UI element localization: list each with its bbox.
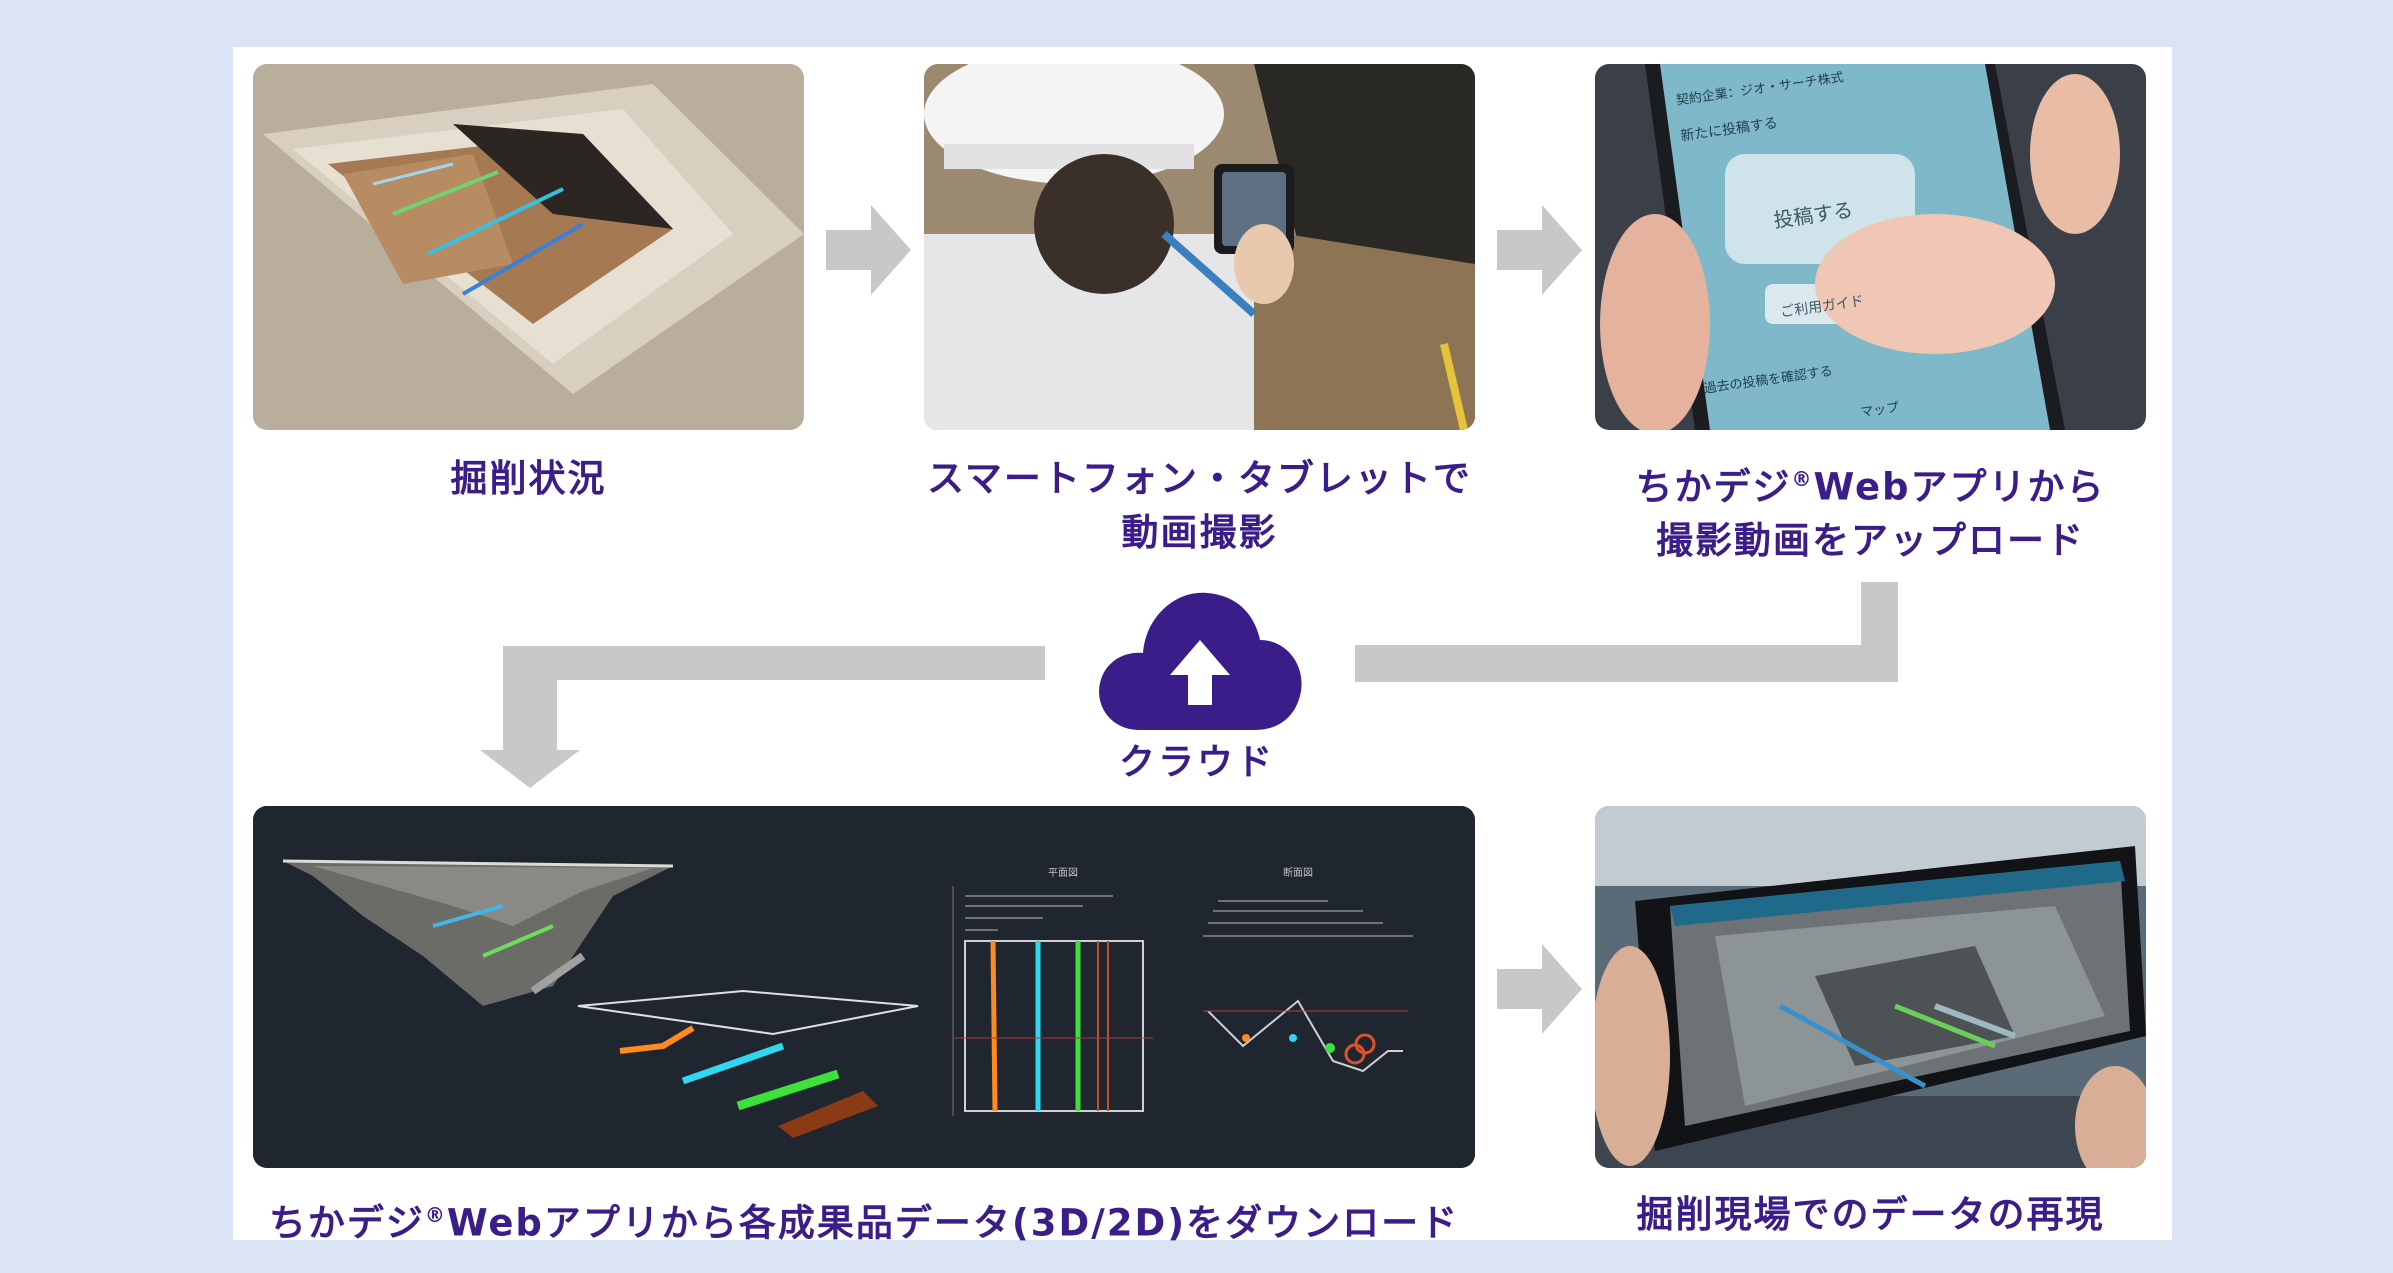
excavation-image (253, 64, 804, 430)
upload-photo: 契約企業：ジオ・サーチ株式 新たに投稿する 投稿する ご利用ガイド 過去の投稿を… (1595, 64, 2146, 430)
capture-caption-line2: 動画撮影 (1121, 511, 1278, 554)
excavation-photo (253, 64, 804, 430)
arrow-right-3 (1497, 944, 1582, 1034)
cloud-upload-icon (1099, 592, 1302, 730)
upload-image (1595, 64, 2146, 430)
section-title: 断面図 (1283, 866, 1313, 879)
download-panel: 平面図 断面図 (253, 806, 1475, 1168)
connector-right (1355, 582, 1898, 682)
arrow-right-1 (826, 205, 911, 295)
upload-caption: ちかデジ®Webアプリから 撮影動画をアップロード (1635, 465, 2106, 563)
reproduce-image (1595, 806, 2146, 1168)
data-visual: 平面図 断面図 (253, 806, 1475, 1168)
excavation-caption: 掘削状況 (450, 457, 607, 500)
upload-caption-line2: 撮影動画をアップロード (1656, 519, 2085, 563)
reproduce-photo (1595, 806, 2146, 1168)
reproduce-caption: 掘削現場でのデータの再現 (1636, 1193, 2105, 1236)
download-caption: ちかデジ®Webアプリから各成果品データ(3D/2D)をダウンロード (268, 1201, 1460, 1245)
arrow-right-2 (1497, 205, 1582, 295)
connector-left (480, 646, 1045, 788)
capture-caption-line1: スマートフォン・タブレットで (927, 457, 1472, 500)
capture-caption: スマートフォン・タブレットで 動画撮影 (884, 452, 1515, 560)
plan-title: 平面図 (1048, 867, 1078, 879)
capture-image (924, 64, 1475, 430)
capture-photo (924, 64, 1475, 430)
cloud-label: クラウド (1118, 742, 1275, 783)
